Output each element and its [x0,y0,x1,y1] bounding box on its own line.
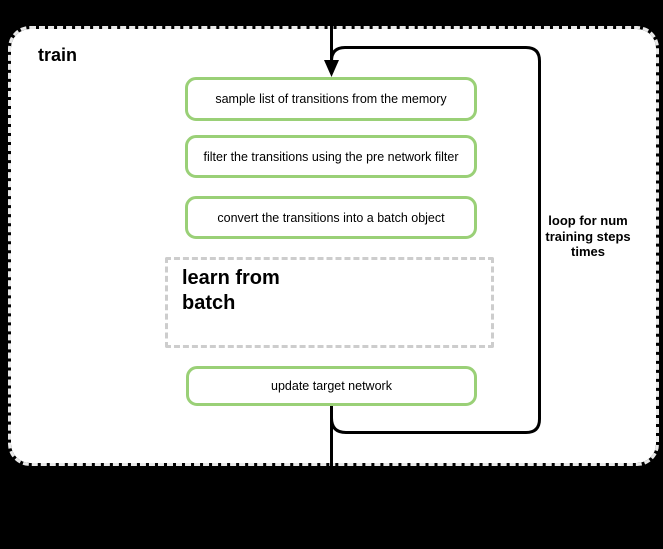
step-convert-to-batch: convert the transitions into a batch obj… [185,196,477,239]
step-filter-transitions: filter the transitions using the pre net… [185,135,477,178]
step-update-target-network: update target network [186,366,477,406]
partition-title: train [38,45,78,65]
group-learn-from-batch: learn from batch [165,257,494,348]
step-sample-transitions: sample list of transitions from the memo… [185,77,477,121]
loop-label: loop for num training steps times [545,213,631,259]
